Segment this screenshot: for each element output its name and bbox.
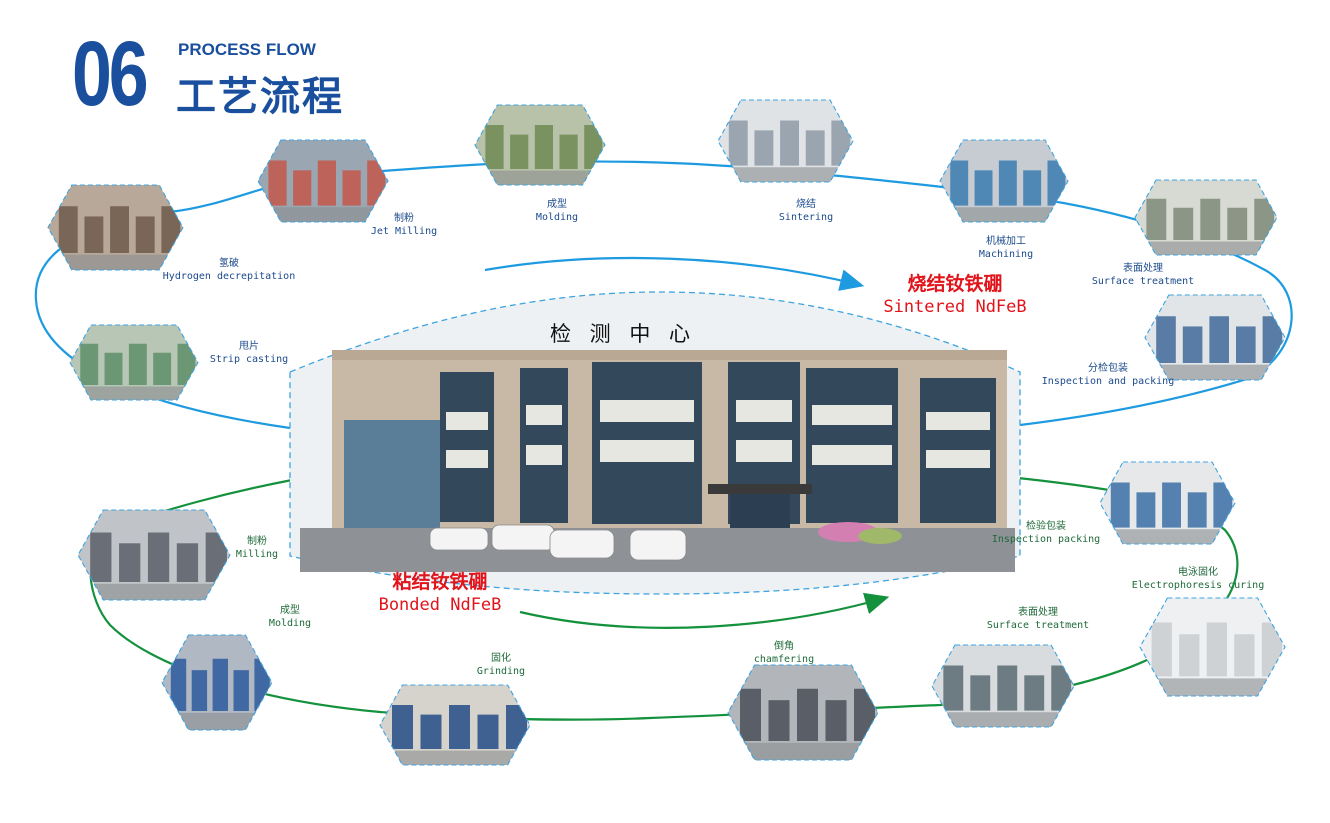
- electrophoresis-photo: [1139, 597, 1286, 697]
- section-number: 06: [72, 23, 149, 125]
- bonded-surface-photo: [931, 644, 1075, 728]
- surface-treatment-photo: [1134, 179, 1278, 256]
- sintered-title: 烧结钕铁硼 Sintered NdFeB: [883, 273, 1027, 317]
- bonded-title: 粘结钕铁硼 Bonded NdFeB: [378, 571, 502, 615]
- testing-center-photo: [289, 291, 1021, 595]
- machining-photo: [939, 139, 1069, 223]
- inspection-packing-photo: [1144, 294, 1286, 381]
- sintered-arrow: [484, 256, 865, 291]
- photo-tiles: [47, 99, 1286, 766]
- molding-photo: [474, 104, 606, 186]
- curing-photo: [379, 684, 531, 766]
- milling-photo: [77, 509, 231, 601]
- testing-center-title: 检 测 中 心: [550, 322, 697, 346]
- strip-casting-photo: [69, 324, 199, 401]
- bonded-molding-photo: [161, 634, 273, 731]
- section-title-cn: 工艺流程: [176, 74, 344, 120]
- bonded-inspection-photo: [1099, 461, 1236, 545]
- sintering-photo: [717, 99, 854, 183]
- sintered-loop-line: [34, 160, 1293, 430]
- jet-milling-photo: [257, 139, 389, 223]
- bonded-arrow: [519, 592, 890, 629]
- chamfering-photo: [727, 664, 879, 761]
- section-title-en: PROCESS FLOW: [178, 40, 316, 59]
- hydrogen-photo: [47, 184, 184, 271]
- bonded-loop-line: [89, 476, 1239, 721]
